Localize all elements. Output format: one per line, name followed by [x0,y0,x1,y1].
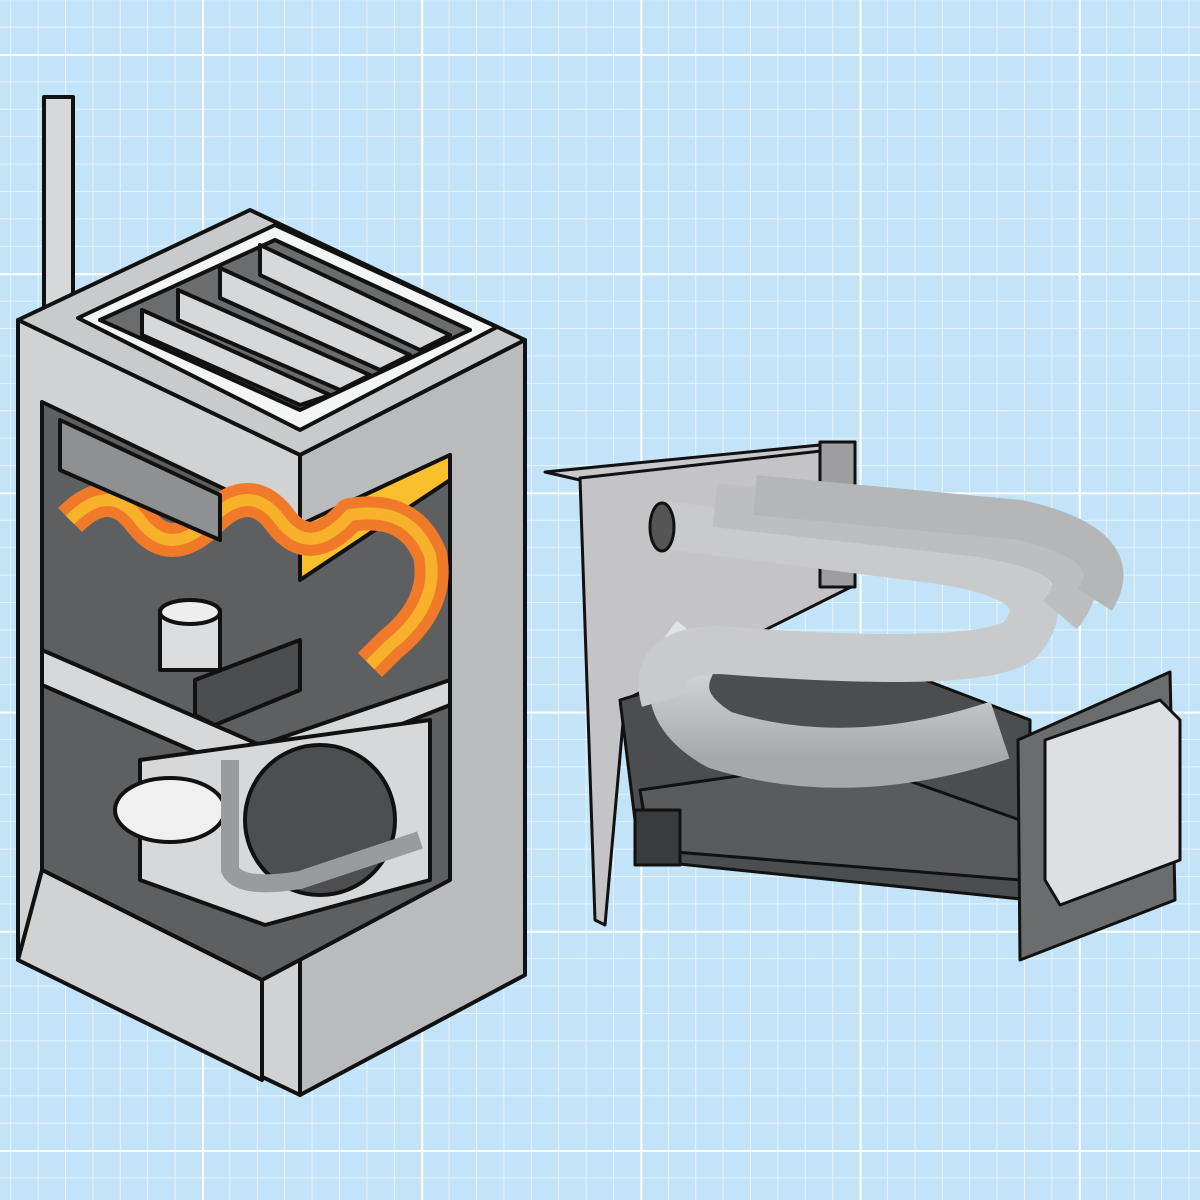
cutaway-furnace-icon [16,95,527,1097]
tube-serpentine [638,501,1058,707]
gas-valve-top [158,598,222,626]
burner-manifold [193,638,302,727]
tube-serpentine [753,475,1124,611]
tube-inlet [648,501,676,553]
filter-slat [258,243,452,352]
end-cap [1043,698,1182,907]
heat-exchanger-icon [543,440,1182,962]
flame-tube-glow [65,494,438,670]
blower-motor [113,776,227,844]
filter-slat [218,266,412,372]
furnace-base-left [16,868,264,1082]
filter-slat [176,288,372,392]
filter-slat [140,308,332,407]
blower-bracket [221,760,423,893]
burner-bracket [633,808,682,867]
control-box [58,418,222,542]
flue-pipe [42,95,75,329]
